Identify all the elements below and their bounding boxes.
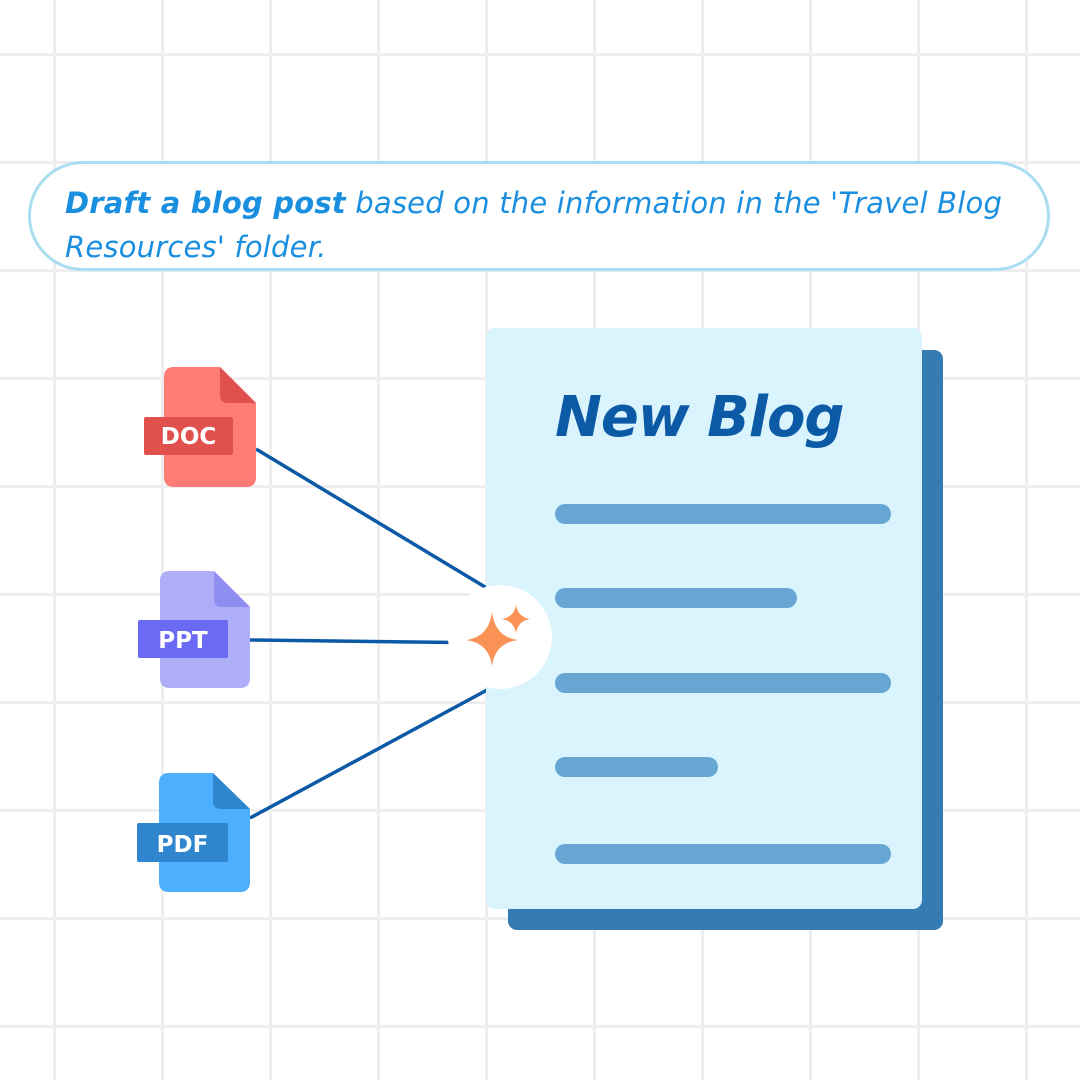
document-title: New Blog (555, 385, 845, 450)
prompt-text: based on the information in the 'Travel … (65, 186, 1003, 264)
connector-doc (255, 447, 501, 598)
ppt-label: PPT (158, 628, 208, 654)
prompt-box: Draft a blog post based on the informati… (28, 161, 1050, 271)
prompt-bold-text: Draft a blog post (65, 186, 346, 220)
document-text-lines (555, 504, 891, 864)
pdf-label: PDF (157, 832, 209, 858)
doc-file-icon: DOC (144, 367, 256, 487)
text-line (555, 588, 797, 608)
text-line (555, 673, 891, 693)
connector-pdf (249, 681, 501, 820)
text-line (555, 757, 718, 777)
new-blog-document (486, 328, 943, 930)
text-line (555, 504, 891, 524)
text-line (555, 844, 891, 864)
ai-hub (448, 585, 552, 689)
ppt-file-icon: PPT (138, 571, 250, 688)
doc-label: DOC (161, 424, 217, 450)
pdf-file-icon: PDF (137, 773, 250, 892)
sparkle-icon (466, 605, 530, 666)
